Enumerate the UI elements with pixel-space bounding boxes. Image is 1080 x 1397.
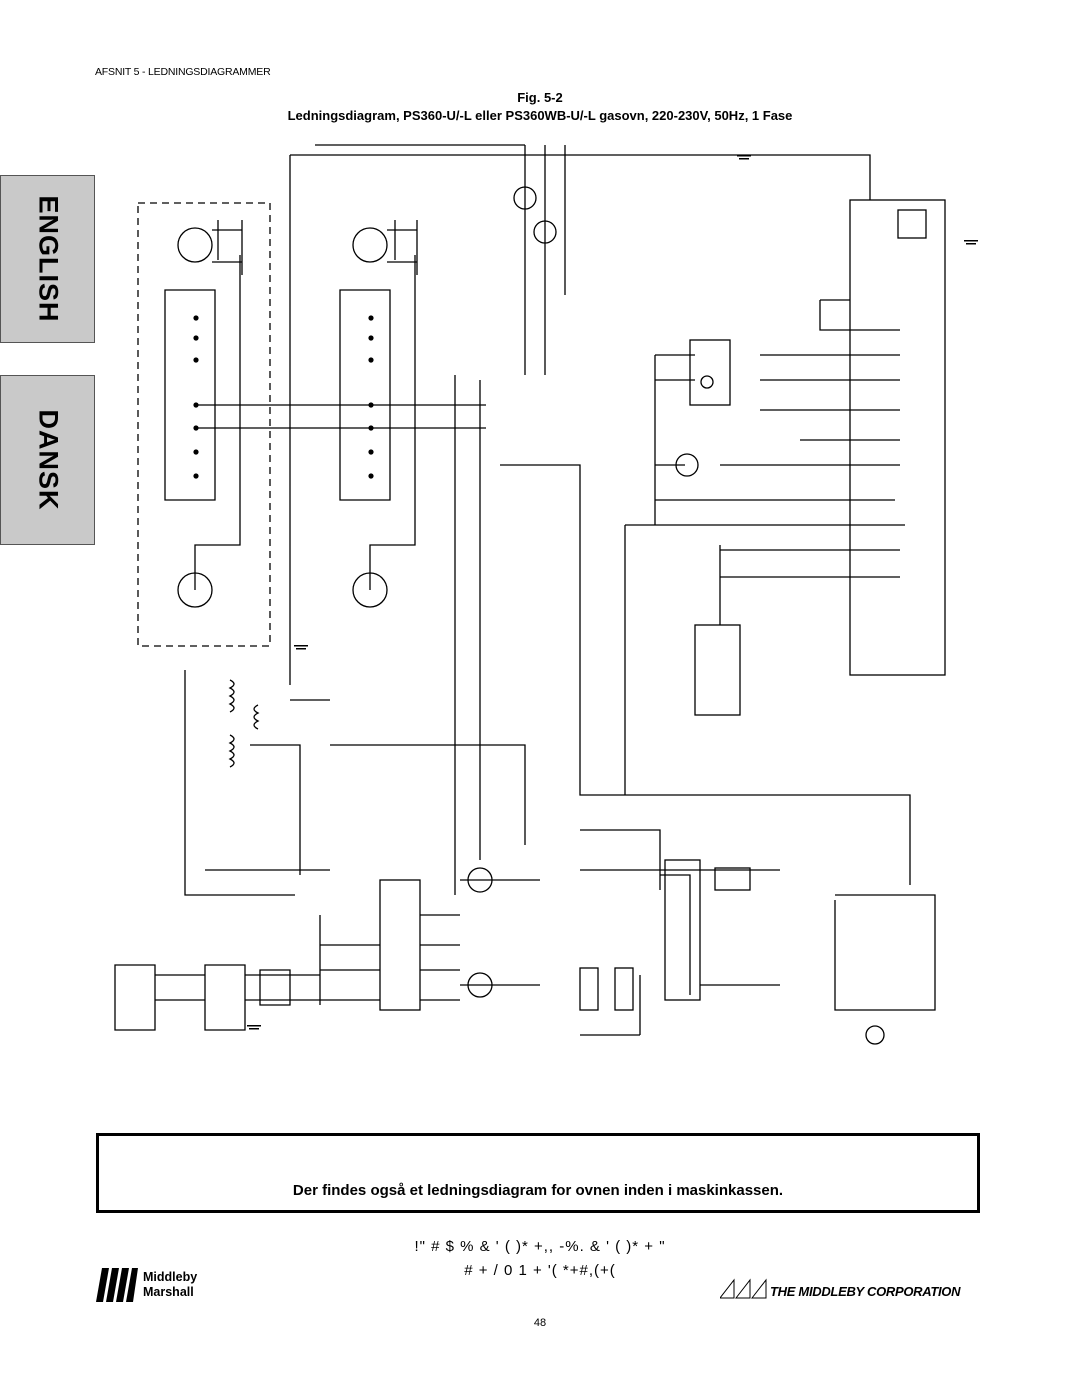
controller-a bbox=[164, 220, 243, 608]
garbled-line-2: # + / 0 1 + '( *+#,(+( bbox=[464, 1262, 616, 1279]
controller-b bbox=[339, 220, 418, 608]
diagram-title: Ledningsdiagram, PS360-U/-L eller PS360W… bbox=[287, 108, 793, 123]
logo-line-1: Middleby bbox=[143, 1270, 198, 1284]
tab-english[interactable]: ENGLISH bbox=[0, 175, 95, 343]
ignition-module bbox=[849, 199, 946, 676]
sail-switch bbox=[694, 624, 741, 716]
indicator-lamp bbox=[700, 375, 714, 389]
motor-b-wires bbox=[369, 220, 418, 590]
controller-b-strip bbox=[339, 289, 391, 501]
contactor-coil-1 bbox=[467, 867, 493, 893]
controller-a-strip bbox=[164, 289, 216, 501]
middleby-corporation-logo-mark bbox=[720, 1278, 767, 1299]
motor-a-top bbox=[177, 227, 213, 263]
controller-enclosure bbox=[137, 202, 271, 647]
section-heading: AFSNIT 5 - LEDNINGSDIAGRAMMER bbox=[95, 66, 271, 78]
ground-symbols bbox=[247, 155, 978, 1030]
fan-symbol-2 bbox=[533, 220, 557, 244]
gas-valve-terminal-block bbox=[664, 859, 701, 1001]
note-box bbox=[96, 1133, 980, 1213]
fan-symbol-1 bbox=[513, 186, 537, 210]
middleby-marshall-logo-mark bbox=[96, 1268, 138, 1302]
terminal-dots bbox=[193, 315, 374, 479]
transformer-coils bbox=[228, 679, 260, 768]
sensor-right bbox=[614, 967, 634, 1011]
motor-a-bottom bbox=[177, 572, 213, 608]
igniter bbox=[897, 209, 927, 239]
note-text: Der findes også et ledningsdiagram for o… bbox=[292, 1182, 784, 1199]
garbled-line-1: !" # $ % & ' ( )* +,, -%. & ' ( )* + " bbox=[414, 1238, 666, 1255]
relay bbox=[689, 339, 731, 406]
thermocouple-symbol bbox=[865, 1025, 885, 1045]
motor-b-top bbox=[352, 227, 388, 263]
gas-valve-coil bbox=[714, 867, 751, 891]
sensor-left bbox=[579, 967, 599, 1011]
contactor-coil-2 bbox=[467, 972, 493, 998]
terminal-block bbox=[379, 879, 421, 1011]
figure-number: Fig. 5-2 bbox=[517, 90, 563, 105]
wiring-network bbox=[114, 144, 936, 1036]
fan-symbol-3 bbox=[675, 453, 699, 477]
middleby-marshall-logo-text: Middleby Marshall bbox=[143, 1270, 197, 1300]
logo-line-2: Marshall bbox=[143, 1285, 194, 1299]
tab-dansk[interactable]: DANSK bbox=[0, 375, 95, 545]
motor-a-wires bbox=[194, 220, 243, 590]
wiring-diagram bbox=[114, 144, 978, 1045]
page-number: 48 bbox=[533, 1317, 547, 1329]
middleby-corporation-logo-text: THE MIDDLEBY CORPORATION bbox=[770, 1284, 961, 1299]
motor-b-bottom bbox=[352, 572, 388, 608]
